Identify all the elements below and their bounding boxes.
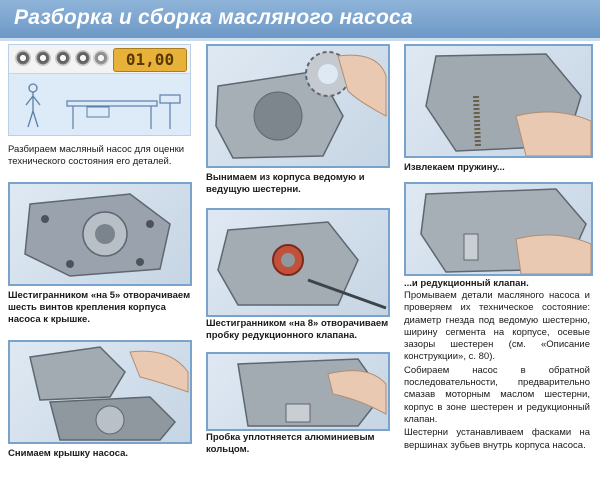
time-counter: 01,00 [113, 48, 187, 72]
photo-spring [404, 44, 593, 158]
caption-hex8: Шестигранником «на 8» отворачиваем пробк… [206, 318, 389, 341]
photo-plug [206, 352, 390, 431]
photo-gears [206, 44, 390, 168]
photo-hex8 [206, 208, 390, 317]
tools-strip: 01,00 [9, 45, 190, 74]
body-paragraph: Промываем детали масляного насоса и пров… [404, 290, 590, 363]
socket-icon [75, 50, 91, 66]
caption-remove-cover: Снимаем крышку насоса. [8, 448, 129, 459]
socket-icon [15, 50, 31, 66]
person-icon [25, 83, 41, 128]
page-title: Разборка и сборка масляного насоса [14, 6, 413, 29]
photo-valve [404, 182, 593, 276]
caption-valve: ...и редукционный клапан. [404, 278, 529, 289]
title-bar: Разборка и сборка масляного насоса [0, 0, 600, 38]
workbench-icon [66, 94, 181, 129]
caption-intro: Разбираем масляный насос для оценки техн… [8, 144, 185, 167]
body-text: Промываем детали масляного насоса и пров… [404, 290, 590, 453]
photo-pump-body [8, 182, 192, 286]
socket-icon [55, 50, 71, 66]
caption-plug: Пробка уплотняется алюминиевым кольцом. [206, 432, 375, 455]
caption-hex5: Шестигранником «на 5» отворачиваем шесть… [8, 290, 191, 325]
tools-info-panel: 01,00 [8, 44, 191, 136]
title-divider [0, 38, 600, 41]
photo-remove-cover [8, 340, 192, 444]
socket-icon [93, 50, 109, 66]
socket-icon [35, 50, 51, 66]
body-paragraph: Шестерни устанавливаем фасками на вершин… [404, 427, 590, 451]
body-paragraph: Собираем насос в обратной последовательн… [404, 364, 590, 425]
caption-spring: Извлекаем пружину... [404, 162, 505, 173]
caption-gears: Вынимаем из корпуса ведомую и ведущую ше… [206, 172, 365, 195]
